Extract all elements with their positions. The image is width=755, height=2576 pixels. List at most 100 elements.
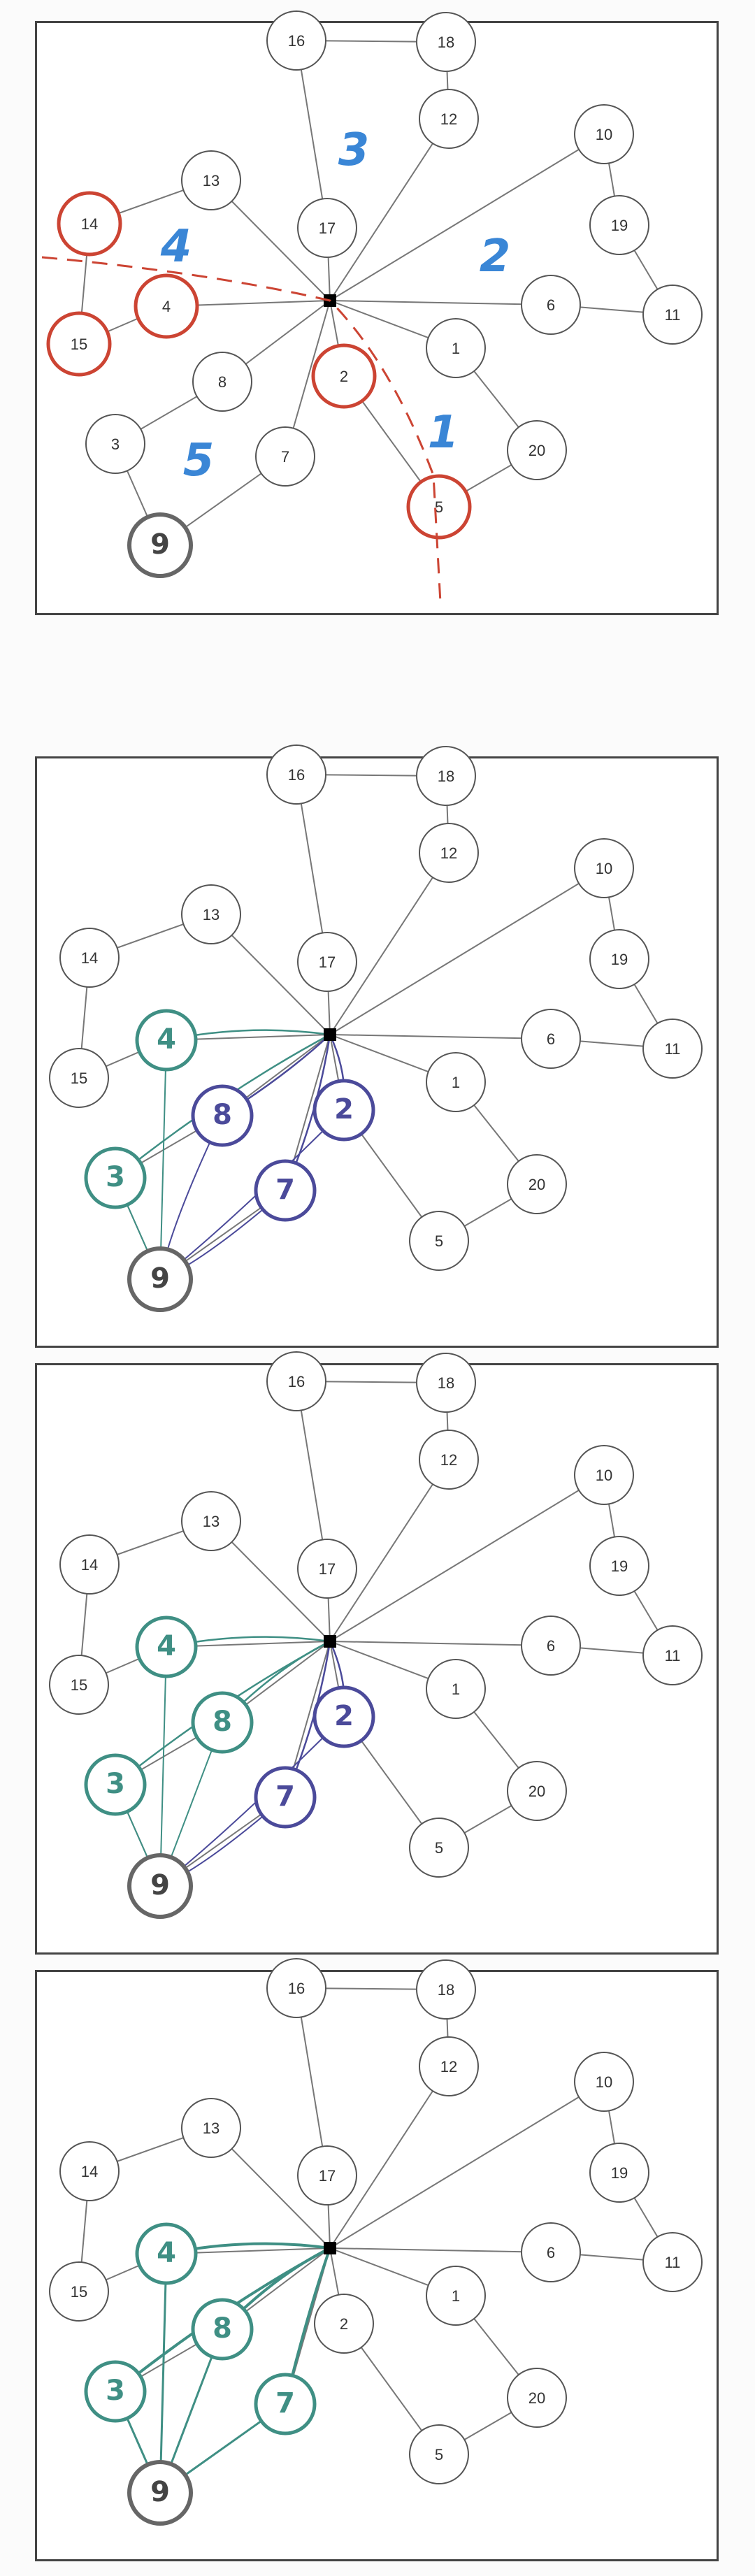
node-label-2: 2 [334, 1093, 354, 1125]
edge-16-17 [296, 1381, 328, 1569]
node-11 [642, 285, 703, 345]
edge-6-HUB [329, 1641, 552, 1646]
node-4 [135, 1616, 198, 1678]
node-5 [409, 2424, 469, 2484]
edge-12-HUB [329, 852, 450, 1035]
node-label-10: 10 [596, 1467, 612, 1484]
node-17 [297, 932, 357, 992]
node-10 [574, 104, 634, 164]
node-label-4: 4 [157, 1023, 176, 1056]
edge-6-HUB [329, 300, 552, 305]
node-13 [181, 2098, 241, 2158]
node-18 [416, 12, 476, 72]
region-label-2: 2 [480, 231, 511, 282]
node-15 [46, 311, 112, 377]
node-label-15: 15 [71, 1070, 87, 1087]
node-label-8: 8 [218, 373, 226, 391]
node-label-6: 6 [547, 296, 555, 314]
node-label-1: 1 [452, 1074, 460, 1091]
node-15 [49, 1655, 109, 1715]
node-6 [521, 1616, 581, 1676]
node-20 [507, 1761, 567, 1821]
node-9 [127, 2460, 193, 2526]
node-19 [589, 2143, 649, 2203]
node-label-12: 12 [440, 110, 457, 128]
node-label-1: 1 [452, 1681, 460, 1698]
node-label-16: 16 [288, 32, 305, 50]
node-label-19: 19 [611, 1557, 628, 1575]
node-3 [85, 414, 145, 474]
node-7 [254, 1159, 317, 1222]
edge-10-HUB [329, 1474, 605, 1642]
hub-node [324, 2242, 336, 2254]
node-2 [312, 1079, 375, 1142]
node-11 [642, 1019, 703, 1079]
hub-node [324, 1635, 336, 1648]
node-label-17: 17 [319, 954, 336, 971]
node-14 [59, 1534, 120, 1595]
node-16 [266, 1958, 326, 2018]
cut-line [41, 256, 442, 603]
node-label-15: 15 [71, 2283, 87, 2301]
node-label-6: 6 [547, 1637, 555, 1655]
node-12 [419, 2036, 479, 2096]
node-10 [574, 838, 634, 898]
node-label-7: 7 [275, 1174, 295, 1206]
node-7 [255, 426, 315, 487]
node-16 [266, 1351, 326, 1411]
node-18 [416, 746, 476, 806]
node-19 [589, 929, 649, 989]
node-label-10: 10 [596, 2073, 612, 2091]
node-19 [589, 195, 649, 255]
node-label-16: 16 [288, 766, 305, 784]
node-label-11: 11 [665, 1647, 681, 1664]
node-label-17: 17 [319, 1560, 336, 1578]
node-12 [419, 1430, 479, 1490]
edge-12-HUB [329, 1459, 450, 1642]
node-label-14: 14 [81, 1556, 98, 1574]
node-2 [312, 1685, 375, 1748]
node-label-9: 9 [150, 2476, 170, 2508]
node-label-16: 16 [288, 1373, 305, 1390]
node-label-15: 15 [71, 1676, 87, 1694]
node-label-13: 13 [203, 1513, 220, 1530]
node-14 [57, 191, 122, 257]
edge-12-HUB [329, 2066, 450, 2249]
node-9 [127, 1853, 193, 1919]
node-label-20: 20 [528, 1176, 545, 1193]
node-label-3: 3 [111, 436, 120, 453]
node-19 [589, 1536, 649, 1596]
node-label-19: 19 [611, 951, 628, 968]
node-1 [426, 1659, 486, 1719]
node-5 [406, 474, 472, 540]
node-4 [135, 1009, 198, 1072]
node-3 [84, 1146, 147, 1209]
node-8 [191, 1084, 254, 1147]
node-label-17: 17 [319, 2167, 336, 2185]
node-label-10: 10 [596, 126, 612, 143]
node-label-1: 1 [452, 2287, 460, 2305]
node-1 [426, 2266, 486, 2326]
node-6 [521, 275, 581, 335]
node-label-12: 12 [440, 1451, 457, 1469]
node-3 [84, 1753, 147, 1816]
node-label-8: 8 [213, 1706, 232, 1738]
region-label-3: 3 [338, 124, 370, 176]
node-label-13: 13 [203, 2120, 220, 2137]
node-18 [416, 1959, 476, 2020]
node-20 [507, 1154, 567, 1214]
node-8 [191, 2298, 254, 2361]
node-label-6: 6 [547, 1030, 555, 1048]
node-label-19: 19 [611, 217, 628, 234]
node-label-12: 12 [440, 844, 457, 862]
edge-16-17 [296, 40, 328, 229]
teal-edge-9-4 [159, 2253, 168, 2494]
node-13 [181, 1491, 241, 1551]
node-15 [49, 1048, 109, 1108]
node-17 [297, 2145, 357, 2206]
node-label-19: 19 [611, 2164, 628, 2182]
node-7 [254, 1766, 317, 1829]
node-label-4: 4 [162, 298, 171, 315]
node-label-14: 14 [81, 215, 98, 233]
